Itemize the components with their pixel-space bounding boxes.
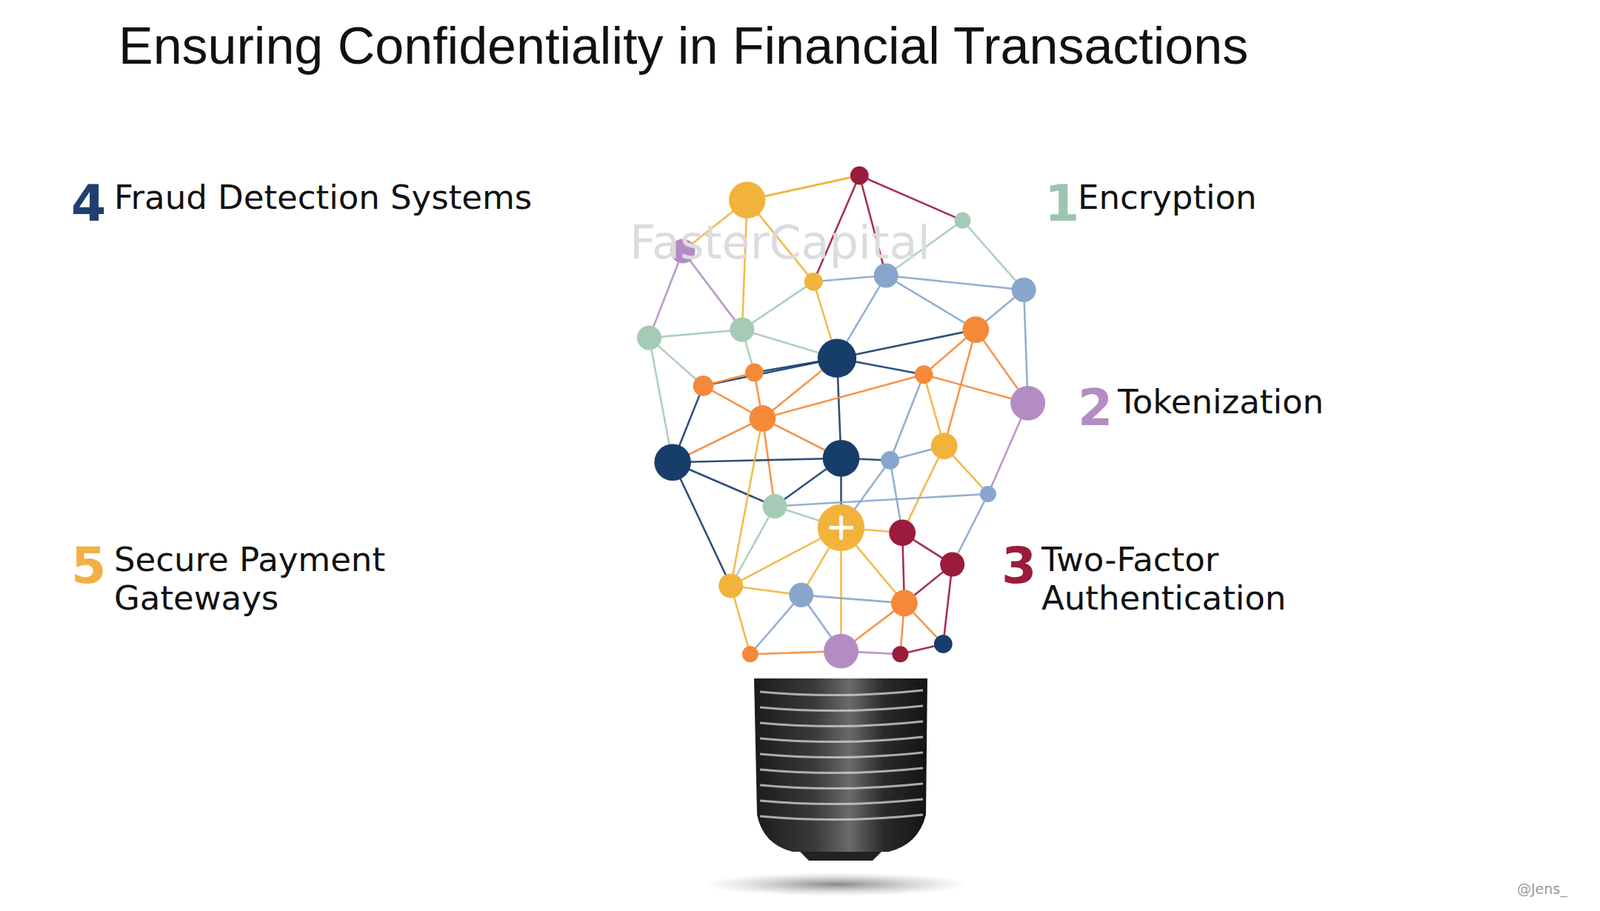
network-dot	[914, 365, 934, 384]
network-dot	[850, 166, 869, 186]
bulb-tip	[800, 851, 882, 861]
callout-number: 2	[1077, 379, 1113, 438]
network-dot	[693, 375, 715, 397]
socket-thread	[760, 752, 923, 758]
network-line	[672, 462, 732, 586]
network-dot	[823, 634, 859, 669]
network-dot	[891, 589, 918, 617]
network-line	[731, 418, 763, 586]
socket-thread	[760, 783, 923, 789]
network-dot	[822, 440, 860, 478]
network-dot	[817, 504, 865, 552]
callout-number: 4	[71, 174, 106, 233]
network-dot	[934, 634, 953, 654]
watermark: @Jens_	[1517, 881, 1568, 898]
network-line	[762, 374, 924, 419]
network-line	[762, 418, 775, 507]
network-dot	[742, 645, 759, 663]
network-dot	[1011, 277, 1037, 303]
bulb-socket	[754, 678, 928, 852]
watermark: FasterCapital	[629, 216, 931, 269]
network-dot	[931, 432, 958, 460]
socket-thread	[760, 705, 923, 712]
network-dot	[980, 485, 997, 503]
network-dot	[718, 573, 743, 598]
network-line	[648, 329, 742, 338]
network-dot	[654, 443, 692, 481]
callout-number: 5	[71, 537, 106, 595]
item-label: Encryption	[1077, 178, 1523, 218]
socket-thread	[760, 768, 923, 774]
network-dot	[728, 181, 766, 219]
network-dot	[788, 582, 814, 608]
network-dot	[891, 645, 909, 663]
network-line	[837, 329, 976, 359]
network-dot	[1010, 385, 1046, 421]
callout-number: 1	[1044, 174, 1080, 233]
network-line	[962, 220, 1024, 291]
socket-thread	[760, 737, 923, 743]
network-dot	[804, 272, 823, 292]
socket-thread	[760, 690, 923, 696]
network-dot	[880, 451, 900, 470]
bulb-base	[754, 678, 928, 861]
network-line	[859, 175, 963, 221]
network-line	[902, 445, 944, 533]
network-line	[742, 281, 814, 330]
item-label: Two-Factor Authentication	[1041, 540, 1353, 618]
network-line	[801, 594, 905, 603]
network-dot	[762, 494, 787, 519]
callout-number: 3	[1001, 537, 1037, 595]
bulb-shadow	[703, 872, 971, 897]
network-dot	[748, 405, 776, 432]
network-dot	[637, 325, 662, 351]
socket-thread	[760, 799, 923, 805]
network-line	[648, 337, 673, 463]
network-line	[774, 494, 989, 507]
socket-threads	[760, 690, 923, 820]
network-dot	[962, 316, 989, 343]
network-dot	[745, 363, 764, 383]
network-dot	[729, 317, 755, 343]
network-line	[702, 358, 838, 386]
item-label: Tokenization	[1117, 382, 1563, 422]
network-dot	[954, 212, 971, 229]
network-dot	[817, 338, 857, 378]
item-label: Secure Payment Gateways	[114, 540, 426, 618]
network-line	[890, 374, 924, 461]
socket-thread	[760, 721, 923, 727]
network-dot	[940, 551, 965, 577]
network-dot	[888, 519, 916, 546]
socket-thread	[760, 814, 923, 820]
network-line	[885, 275, 1024, 290]
item-label: Fraud Detection Systems	[114, 178, 633, 218]
network-line	[672, 458, 841, 463]
diagram-title: Ensuring Confidentiality in Financial Tr…	[118, 16, 1249, 76]
plus-symbol	[830, 517, 852, 538]
